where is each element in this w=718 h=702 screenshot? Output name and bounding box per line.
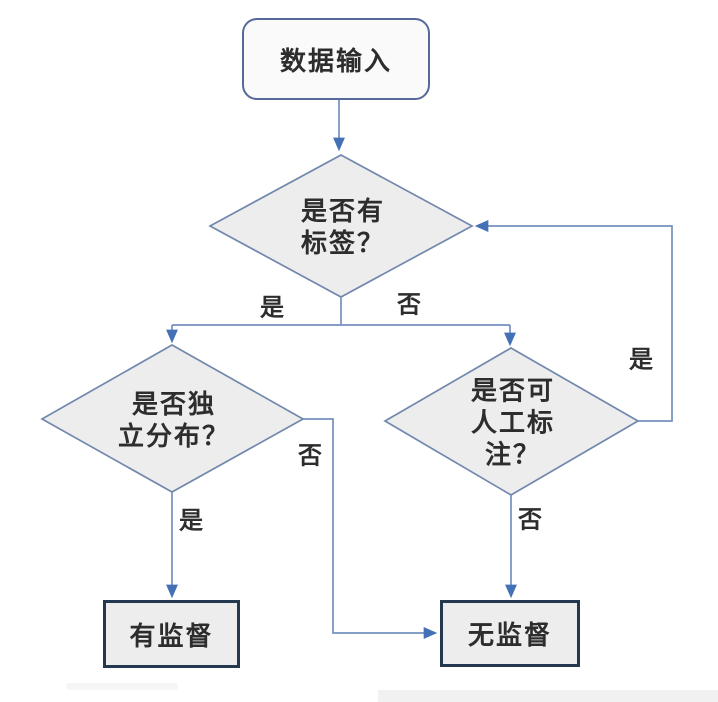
node-supervised: 有监督 [103,600,240,668]
node-manual-annotation-label: 是否可 人工标 注？ [470,376,555,472]
edge-label-independent-no: 否 [298,441,322,470]
node-unsupervised: 无监督 [440,600,580,667]
edge-label-has-labels-no: 否 [397,290,421,319]
node-start: 数据输入 [242,18,430,100]
edge-label-has-labels-yes: 是 [260,293,284,322]
edge-label-annotation-no: 否 [518,505,542,534]
bottom-right-band [378,690,718,702]
edge-label-independent-yes: 是 [179,506,203,535]
node-unsupervised-label: 无监督 [467,621,552,651]
node-independent-distribution-label: 是否独 立分布？ [117,389,230,452]
edge-annotation-yes-loop-to-has-labels [474,220,673,422]
node-has-labels-label: 是否有 标签？ [300,196,385,259]
bottom-left-smudge [66,683,178,690]
edge-independent-no-to-unsupervised [303,418,438,639]
node-supervised-label: 有监督 [129,621,214,652]
edge-label-annotation-yes-loop: 是 [629,345,653,374]
node-start-label: 数据输入 [279,46,392,77]
